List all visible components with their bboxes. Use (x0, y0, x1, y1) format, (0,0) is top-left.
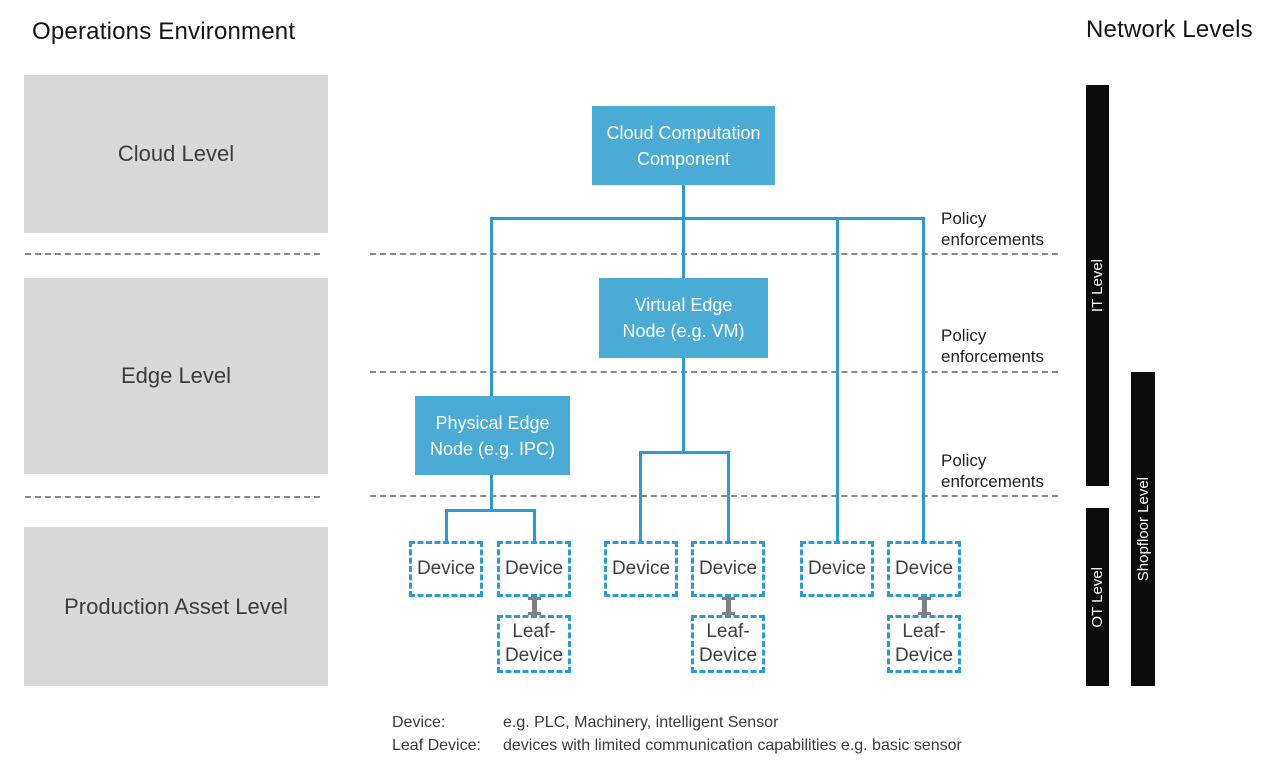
node-cloud-computation-line2: Component (636, 148, 731, 169)
level-box-cloud: Cloud Level (24, 75, 328, 233)
node-physical-edge-line1: Physical Edge (435, 412, 550, 433)
connector-physical-split (445, 509, 536, 512)
connector-physical-edge-stem (490, 475, 493, 509)
device-box-6-label: Device (894, 558, 954, 579)
legend-definition-device: e.g. PLC, Machinery, intelligent Sensor (503, 714, 779, 731)
policy-enforcements-label-1: Policy enforcements (941, 208, 1044, 250)
policy-enforcements-label-1-line2: enforcements (941, 230, 1044, 249)
node-virtual-edge-line1: Virtual Edge (634, 295, 733, 315)
level-box-edge-label: Edge Level (120, 363, 232, 388)
leaf-connector-3 (918, 597, 931, 615)
page-title-operations-environment: Operations Environment (32, 18, 296, 45)
connector-drop-device-2 (533, 509, 536, 541)
leaf-device-box-1-line2: Device (504, 645, 564, 666)
device-box-2: Device (497, 541, 571, 597)
network-bar-ot-level: OT Level (1086, 508, 1109, 686)
connector-virtual-edge-stem (682, 358, 685, 451)
connector-drop-physical-edge (490, 217, 493, 396)
device-box-5: Device (800, 541, 874, 597)
connector-drop-device-5 (836, 217, 839, 541)
leaf-connector-1 (528, 597, 541, 615)
connector-drop-device-3 (639, 451, 642, 541)
leaf-device-box-3: Leaf- Device (887, 615, 961, 673)
network-bar-ot-level-label: OT Level (1089, 566, 1106, 628)
device-box-2-label: Device (504, 558, 564, 579)
level-box-production-asset: Production Asset Level (24, 527, 328, 686)
policy-enforcements-label-2: Policy enforcements (941, 325, 1044, 367)
node-cloud-computation-line1: Cloud Computation (606, 122, 761, 143)
device-box-1: Device (409, 541, 483, 597)
connector-cloud-stem (682, 185, 685, 217)
policy-enforcements-label-3: Policy enforcements (941, 450, 1044, 492)
leaf-device-box-3-line1: Leaf- (902, 621, 946, 642)
policy-enforcements-label-2-line1: Policy (941, 326, 987, 345)
leaf-connector-2 (722, 597, 735, 615)
leaf-device-box-1: Leaf- Device (497, 615, 571, 673)
network-bar-it-level-label: IT Level (1089, 258, 1106, 313)
legend-term-device: Device: (392, 714, 446, 731)
connector-virtual-split (639, 451, 730, 454)
legend-row-leaf-device: Leaf Device: devices with limited commun… (392, 734, 962, 757)
node-cloud-computation: Cloud Computation Component (592, 106, 775, 185)
level-box-cloud-label: Cloud Level (117, 141, 235, 166)
leaf-device-box-2-line2: Device (698, 645, 758, 666)
node-virtual-edge: Virtual Edge Node (e.g. VM) (599, 278, 768, 358)
leaf-device-box-1-line1: Leaf- (512, 621, 556, 642)
node-virtual-edge-line2: Node (e.g. VM) (622, 321, 745, 341)
policy-enforcements-label-1-line1: Policy (941, 209, 987, 228)
legend: Device: e.g. PLC, Machinery, intelligent… (392, 711, 962, 757)
connector-drop-device-1 (445, 509, 448, 541)
separator-dashed-mid-3 (370, 495, 1058, 497)
device-box-6: Device (887, 541, 961, 597)
device-box-5-label: Device (807, 558, 867, 579)
leaf-device-box-2: Leaf- Device (691, 615, 765, 673)
separator-dashed-mid-1 (370, 253, 1058, 255)
level-box-edge: Edge Level (24, 278, 328, 474)
node-physical-edge: Physical Edge Node (e.g. IPC) (415, 396, 570, 475)
legend-definition-leaf-device: devices with limited communication capab… (503, 737, 962, 754)
device-box-3: Device (604, 541, 678, 597)
leaf-device-box-3-line2: Device (894, 645, 954, 666)
device-box-4: Device (691, 541, 765, 597)
device-box-4-label: Device (698, 558, 758, 579)
network-bar-it-level: IT Level (1086, 85, 1109, 486)
separator-dashed-mid-2 (370, 371, 1058, 373)
connector-drop-virtual-edge (682, 217, 685, 278)
page-title-network-levels: Network Levels (1086, 16, 1253, 43)
policy-enforcements-label-3-line1: Policy (941, 451, 987, 470)
policy-enforcements-label-3-line2: enforcements (941, 472, 1044, 491)
network-bar-shopfloor-level: Shopfloor Level (1131, 372, 1155, 686)
connector-main-horizontal (490, 217, 925, 220)
node-physical-edge-line2: Node (e.g. IPC) (429, 438, 556, 459)
network-bar-shopfloor-level-label: Shopfloor Level (1134, 476, 1152, 582)
separator-dashed-left-2 (25, 496, 320, 498)
leaf-device-box-2-line1: Leaf- (706, 621, 750, 642)
device-box-3-label: Device (611, 558, 671, 579)
policy-enforcements-label-2-line2: enforcements (941, 347, 1044, 366)
connector-drop-device-6 (922, 217, 925, 541)
separator-dashed-left-1 (25, 253, 320, 255)
connector-drop-device-4 (727, 451, 730, 541)
device-box-1-label: Device (416, 558, 476, 579)
legend-term-leaf-device: Leaf Device: (392, 737, 481, 754)
legend-row-device: Device: e.g. PLC, Machinery, intelligent… (392, 711, 962, 734)
level-box-production-asset-label: Production Asset Level (64, 593, 288, 619)
